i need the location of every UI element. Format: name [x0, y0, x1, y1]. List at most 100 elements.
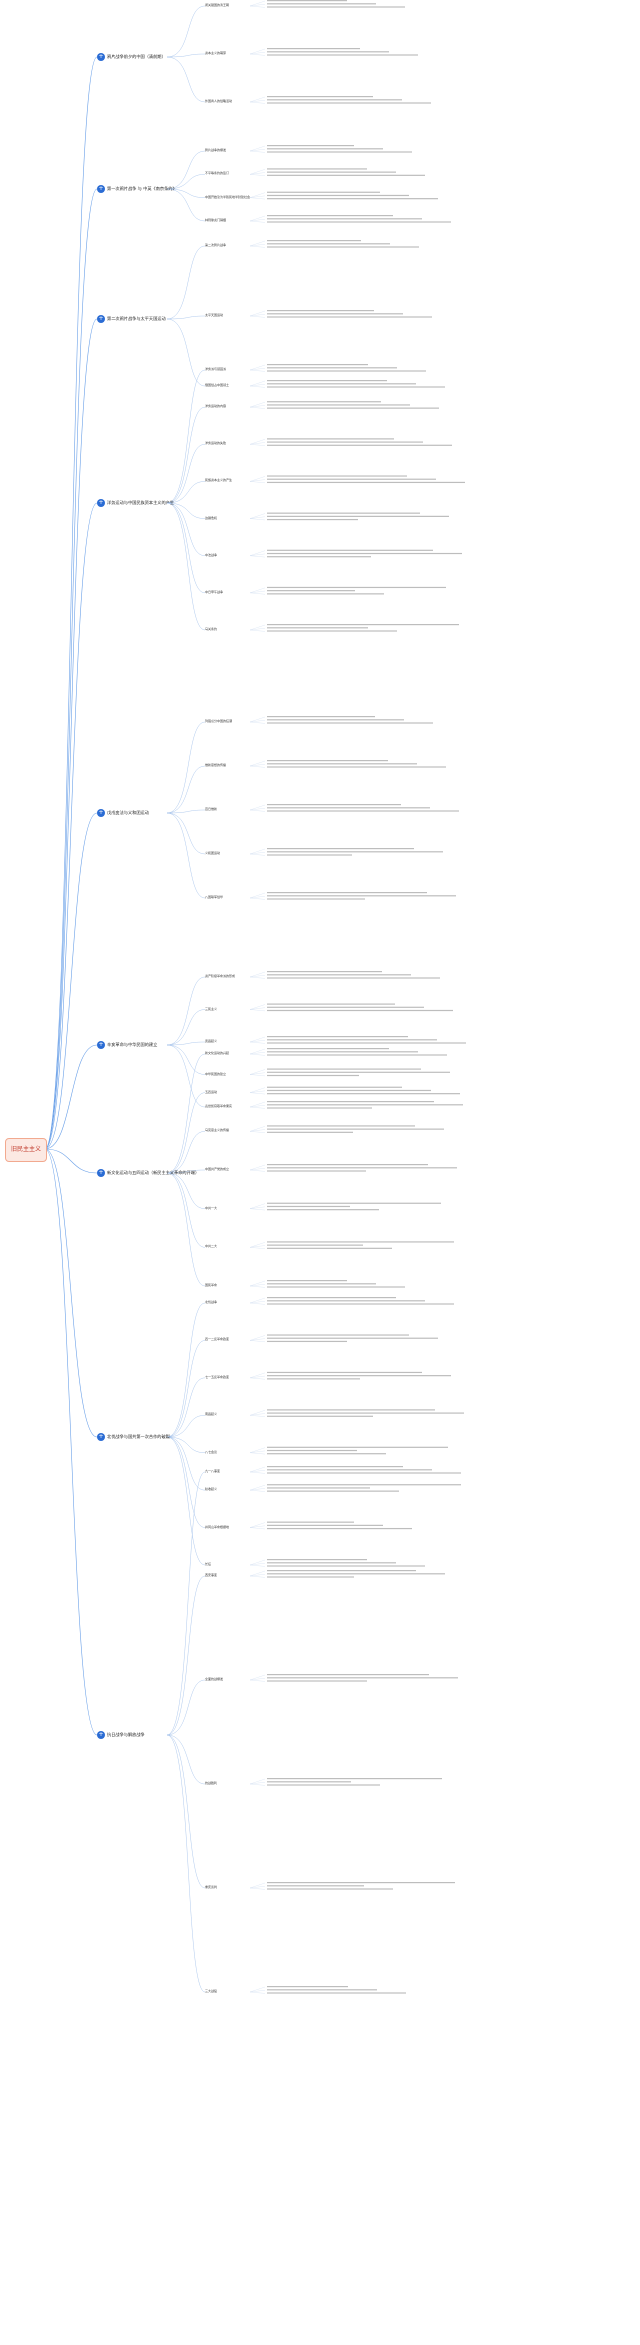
leaf-connector [249, 310, 266, 317]
child-connector [166, 1436, 206, 1566]
child-node[interactable]: 八国联军侵华 [205, 895, 224, 899]
child-node[interactable]: 井冈山革命根据地 [205, 1524, 230, 1529]
leaf-connector [249, 1575, 266, 1578]
child-node[interactable]: 资本主义的萌芽 [205, 51, 227, 55]
child-connector [166, 444, 206, 504]
child-node[interactable]: 新文化运动的兴起 [205, 1051, 230, 1055]
leaf-connector [249, 240, 266, 247]
child-node[interactable]: 八七会议 [205, 1449, 218, 1454]
child-node[interactable]: 中共一大 [205, 1205, 218, 1210]
expand-plus-icon[interactable]: + [97, 499, 105, 507]
child-node[interactable]: 抗战胜利 [205, 1781, 218, 1785]
leaf-connector [249, 1129, 266, 1132]
expand-plus-icon[interactable]: + [97, 1433, 105, 1441]
leaf-text-placeholder [267, 1888, 393, 1890]
child-node[interactable]: 北伐战争 [205, 1300, 218, 1304]
expand-plus-icon[interactable]: + [97, 53, 105, 61]
expand-plus-icon[interactable]: + [97, 1041, 105, 1049]
child-node[interactable]: 林则徐虎门销烟 [205, 218, 227, 222]
child-node[interactable]: 洋务运动的内容 [205, 404, 227, 409]
child-node[interactable]: 闭关锁国的清王朝 [205, 3, 230, 7]
leaf-connector [249, 1410, 266, 1416]
child-node[interactable]: 中华民国的建立 [205, 1071, 227, 1076]
leaf-connector [249, 721, 266, 724]
child-node[interactable]: 三大战役 [205, 1989, 218, 1993]
leaf-text-placeholder [267, 1101, 434, 1103]
leaf-text-placeholder [267, 1527, 412, 1530]
child-node[interactable]: 全面抗战爆发 [205, 1677, 224, 1681]
branch-node[interactable]: +辛亥革命与中华民国的建立 [97, 1040, 157, 1050]
child-node[interactable]: 秋收起义 [205, 1487, 218, 1492]
expand-plus-icon[interactable]: + [97, 1731, 105, 1739]
child-node[interactable]: 武昌起义 [205, 1039, 218, 1043]
leaf-text-placeholder [267, 1048, 389, 1050]
leaf-text-placeholder [267, 760, 388, 762]
child-node[interactable]: 中国共产党的成立 [205, 1167, 230, 1171]
child-node[interactable]: 中日甲午战争 [205, 589, 224, 594]
child-node[interactable]: 维新思想的传播 [205, 763, 227, 767]
leaf-text-placeholder [267, 151, 412, 153]
child-node[interactable]: 洋务派与顽固派 [205, 367, 227, 371]
child-node[interactable]: 百日维新 [205, 807, 218, 811]
branch-node[interactable]: +鸦片战争前夕的中国（清前期） [97, 52, 166, 62]
leaf-text-placeholder [267, 624, 459, 626]
child-node[interactable]: 俄国侵占中国领土 [205, 383, 230, 387]
expand-plus-icon[interactable]: + [97, 809, 105, 817]
branch-node[interactable]: +戊戌变法与义和团运动 [97, 808, 149, 818]
leaf-connector [249, 1208, 266, 1211]
leaf-connector [249, 1090, 266, 1093]
child-node[interactable]: 义和团运动 [205, 851, 221, 855]
child-node[interactable]: 资产阶级革命派的形成 [205, 974, 236, 978]
branch-node[interactable]: +第二次鸦片战争与太平天国运动 [97, 314, 166, 324]
expand-plus-icon[interactable]: + [97, 185, 105, 193]
child-node[interactable]: 鸦片战争的爆发 [205, 148, 227, 152]
child-node[interactable]: 七一五反革命政变 [205, 1374, 230, 1379]
child-node[interactable]: 列强瓜分中国的狂潮 [205, 719, 233, 723]
child-node[interactable]: 第二次鸦片战争 [205, 243, 227, 247]
expand-plus-icon[interactable]: + [97, 1169, 105, 1177]
leaf-text-placeholder [267, 364, 368, 366]
child-node[interactable]: 中法战争 [205, 552, 218, 557]
child-node[interactable]: 袁世凯窃取革命果实 [205, 1104, 233, 1108]
leaf-text-placeholder [267, 1446, 448, 1448]
leaf-connector [249, 192, 266, 198]
child-node[interactable]: 南昌起义 [205, 1412, 218, 1417]
branch-node[interactable]: +北伐战争与国共第一次合作的破裂 [97, 1432, 170, 1442]
leaf-text-placeholder [267, 1104, 463, 1106]
leaf-text-placeholder [267, 383, 416, 385]
branch-node[interactable]: +抗日战争与解放战争 [97, 1730, 145, 1740]
branch-node[interactable]: +新文化运动与五四运动（新民主主义革命的开端） [97, 1168, 199, 1178]
child-node[interactable]: 中共二大 [205, 1244, 218, 1249]
branch-node[interactable]: +洋务运动与中国民族资本主义的产生 [97, 498, 174, 508]
root-node[interactable]: 旧民主主义 [5, 1138, 47, 1162]
leaf-connector [249, 384, 266, 387]
child-connector [166, 502, 206, 594]
leaf-text-placeholder [267, 630, 397, 632]
child-node[interactable]: 长征 [205, 1562, 212, 1566]
leaf-connector [249, 1471, 266, 1474]
leaf-connector [249, 1574, 266, 1577]
leaf-text-placeholder [267, 766, 446, 768]
child-node[interactable]: 不平等条约的签订 [205, 171, 230, 176]
child-node[interactable]: 四一二反革命政变 [205, 1337, 230, 1342]
child-node[interactable]: 五四运动 [205, 1089, 218, 1094]
child-connector [166, 5, 206, 58]
leaf-connector [249, 1470, 266, 1473]
child-node[interactable]: 外国商人的侵略活动 [205, 99, 233, 103]
child-node[interactable]: 民族资本主义的产生 [205, 478, 233, 483]
child-node[interactable]: 九一八事变 [205, 1469, 221, 1473]
branch-node[interactable]: +第一次鸦片战争 与 中英《南京条约》 [97, 184, 177, 194]
child-node[interactable]: 国民革命 [205, 1283, 218, 1287]
child-node[interactable]: 马克思主义的传播 [205, 1128, 230, 1133]
child-connector [166, 1169, 206, 1174]
child-node[interactable]: 西安事变 [205, 1573, 218, 1577]
child-node[interactable]: 洋务运动的失败 [205, 441, 227, 446]
child-node[interactable]: 太平天国运动 [205, 313, 224, 317]
child-node[interactable]: 中国开始沦为半殖民地半封建社会 [205, 194, 251, 199]
child-node[interactable]: 边疆危机 [205, 515, 218, 520]
child-node[interactable]: 重庆谈判 [205, 1885, 218, 1889]
expand-plus-icon[interactable]: + [97, 315, 105, 323]
child-node[interactable]: 三民主义 [205, 1006, 218, 1011]
child-node[interactable]: 马关条约 [205, 627, 218, 631]
leaf-connector [249, 481, 266, 483]
